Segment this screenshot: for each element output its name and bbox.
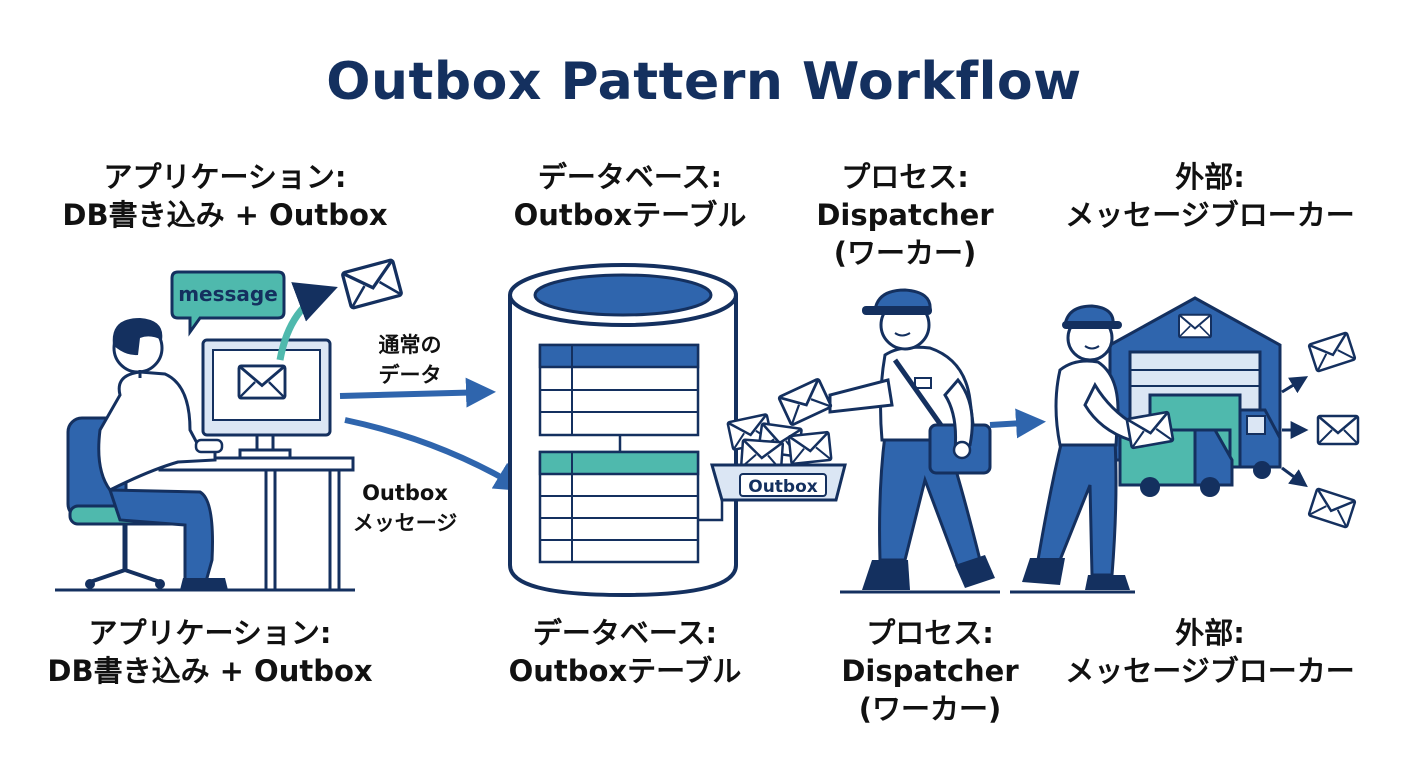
dispatcher-courier-icon — [777, 288, 1000, 594]
arrow-outbox-message — [344, 417, 526, 492]
arrow-label-normal-data: 通常の データ — [378, 333, 442, 387]
diagram-title: Outbox Pattern Workflow — [326, 52, 1082, 112]
message-bubble: message — [170, 270, 286, 337]
broker-courier-icon — [1010, 304, 1175, 594]
outgoing-messages — [1281, 331, 1360, 529]
top-label-broker: 外部: メッセージブローカー — [1065, 160, 1355, 232]
bottom-label-db: データベース: Outboxテーブル — [508, 616, 742, 688]
arrow-label-outbox-message: Outbox メッセージ — [352, 481, 458, 535]
tray-label: Outbox — [748, 477, 818, 497]
outgoing-envelope-icon — [1316, 414, 1360, 446]
arrow-dispatch — [989, 408, 1046, 439]
broker-envelope-icon — [1125, 410, 1175, 450]
database-cylinder-icon — [508, 263, 738, 598]
top-label-dispatcher: プロセス: Dispatcher (ワーカー) — [816, 160, 994, 270]
outbox-table — [538, 450, 700, 564]
bottom-label-broker: 外部: メッセージブローカー — [1065, 616, 1355, 688]
held-envelope-icon — [777, 377, 833, 427]
bottom-label-dispatcher: プロセス: Dispatcher (ワーカー) — [841, 616, 1019, 726]
bubble-text: message — [178, 282, 278, 306]
person-icon — [97, 318, 228, 590]
normal-data-table — [538, 343, 700, 437]
bottom-label-app: アプリケーション: DB書き込み + Outbox — [47, 616, 373, 688]
send-arrow — [276, 282, 338, 361]
top-label-app: アプリケーション: DB書き込み + Outbox — [62, 160, 388, 232]
monitor-icon — [201, 338, 332, 460]
outgoing-envelope-icon — [1307, 487, 1357, 529]
sent-envelope-icon — [340, 258, 404, 310]
outgoing-envelope-icon — [1307, 331, 1357, 373]
top-label-db: データベース: Outboxテーブル — [513, 160, 747, 232]
outbox-tray-icon: Outbox — [710, 412, 847, 502]
app-person-icon: message — [55, 258, 404, 592]
screen-envelope-icon — [237, 364, 287, 400]
arrow-normal-data — [339, 377, 496, 408]
